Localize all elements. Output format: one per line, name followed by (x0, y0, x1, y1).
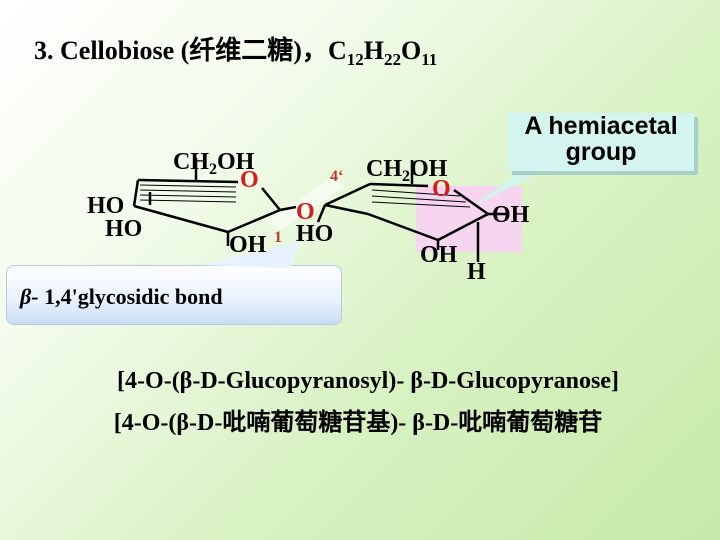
formula-c-count: 12 (346, 50, 364, 69)
hemiacetal-highlight (416, 186, 522, 252)
callout-pointer (470, 172, 540, 208)
formula-h: H (363, 36, 384, 65)
oh-bottom-left-label: OH (229, 232, 267, 258)
formula-o-count: 11 (421, 50, 438, 69)
title-prefix: 3. Cellobiose (纤维二糖)， (34, 36, 328, 65)
ho-right-ring-label: HO (296, 221, 333, 247)
formula-c: C (327, 36, 347, 65)
left-glucose-ring (132, 158, 297, 246)
left-ring-oxygen: O (240, 167, 259, 193)
glycosidic-bond-label: β- 1,4'glycosidic bond (20, 284, 223, 310)
oh-right-label: OH (492, 202, 530, 228)
ho-upper-label: HO (87, 193, 124, 219)
ho-lower-label: HO (105, 216, 142, 242)
anomeric-h-label: H (467, 259, 486, 285)
right-glucose-ring (316, 160, 506, 262)
chinese-systematic-name: [4-O-(β-D-吡喃葡萄糖苷基)- β-D-吡喃葡萄糖苷 (113, 410, 603, 436)
callout-line-1: A hemiacetal (524, 112, 678, 140)
bond-text: 1,4'glycosidic bond (38, 284, 223, 309)
english-systematic-name: [4-O-(β-D-Glucopyranosyl)- β-D-Glucopyra… (117, 368, 619, 394)
bond-beta-prefix: β- (20, 284, 39, 309)
formula-o: O (400, 36, 422, 65)
banner-pointer (200, 242, 300, 268)
carbon-1-number: 1 (274, 229, 282, 246)
carbon-4prime-number: 4‘ (330, 168, 343, 185)
right-ring-oxygen: O (432, 176, 451, 202)
bridge-oxygen: O (296, 199, 315, 225)
formula-h-count: 22 (383, 50, 401, 69)
slide-title: 3. Cellobiose (纤维二糖)，C12H22O11 (34, 30, 437, 70)
glycosidic-bond-banner (6, 265, 342, 325)
linkage-highlight (266, 178, 345, 230)
hemiacetal-callout: A hemiacetal group (508, 113, 694, 171)
left-ring-hatching (139, 184, 237, 203)
right-ring-hatching (371, 189, 471, 208)
callout-line-2: group (565, 138, 637, 166)
oh-bottom-right-label: OH (420, 242, 458, 268)
